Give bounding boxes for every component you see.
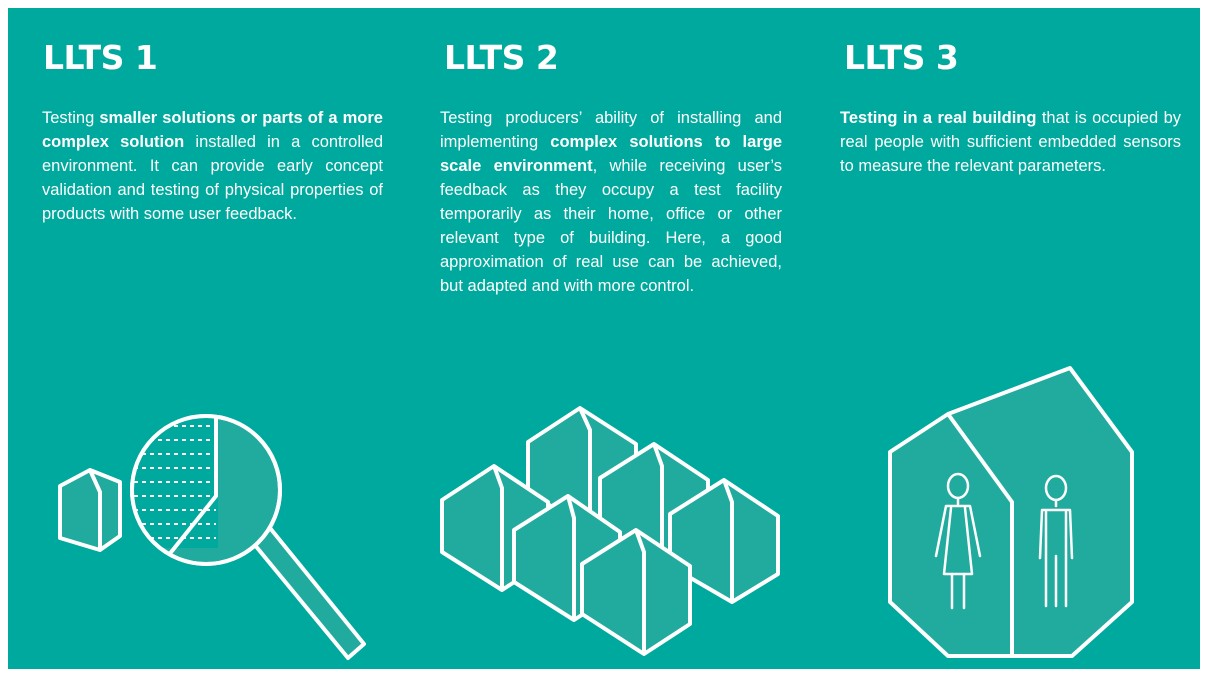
house-icon	[668, 478, 780, 604]
bold-text-segment: smaller solutions or parts of a more com…	[42, 109, 383, 151]
woman-figure-icon	[934, 472, 982, 610]
house-with-people-icon	[888, 366, 1134, 658]
text-segment: Testing	[42, 109, 100, 127]
house-icon	[580, 528, 692, 656]
illustrations	[58, 366, 1134, 660]
small-house-icon	[58, 468, 122, 552]
text-segment: that is oc­cupied by real people with su…	[840, 109, 1181, 175]
llts-1-title: LLTS 1	[43, 38, 158, 77]
text-segment: installed in a controlled environment. I…	[42, 133, 384, 223]
llts-2-description: Testing producers’ ability of installing…	[440, 106, 782, 298]
llts-infographic: LLTS 1 Testing smaller solutions or part…	[8, 8, 1200, 669]
llts-1-description: Testing smaller solutions or parts of a …	[42, 106, 383, 226]
bold-text-segment: Testing in a real building	[840, 109, 1037, 127]
llts-3-description: Testing in a real building that is oc­cu…	[840, 106, 1181, 178]
man-figure-icon	[1038, 474, 1074, 608]
text-segment: Testing producers’ ability of installing…	[440, 109, 782, 151]
house-cluster-icon	[440, 406, 780, 656]
text-segment: , while re­ceiving user’s feedback as th…	[440, 157, 782, 295]
bold-text-segment: complex solutions to large scale environ…	[440, 133, 782, 175]
magnifier-handle-icon	[252, 526, 366, 660]
magnifier-over-house-icon	[58, 414, 366, 660]
llts-2-title: LLTS 2	[444, 38, 559, 77]
llts-3-title: LLTS 3	[844, 38, 959, 77]
